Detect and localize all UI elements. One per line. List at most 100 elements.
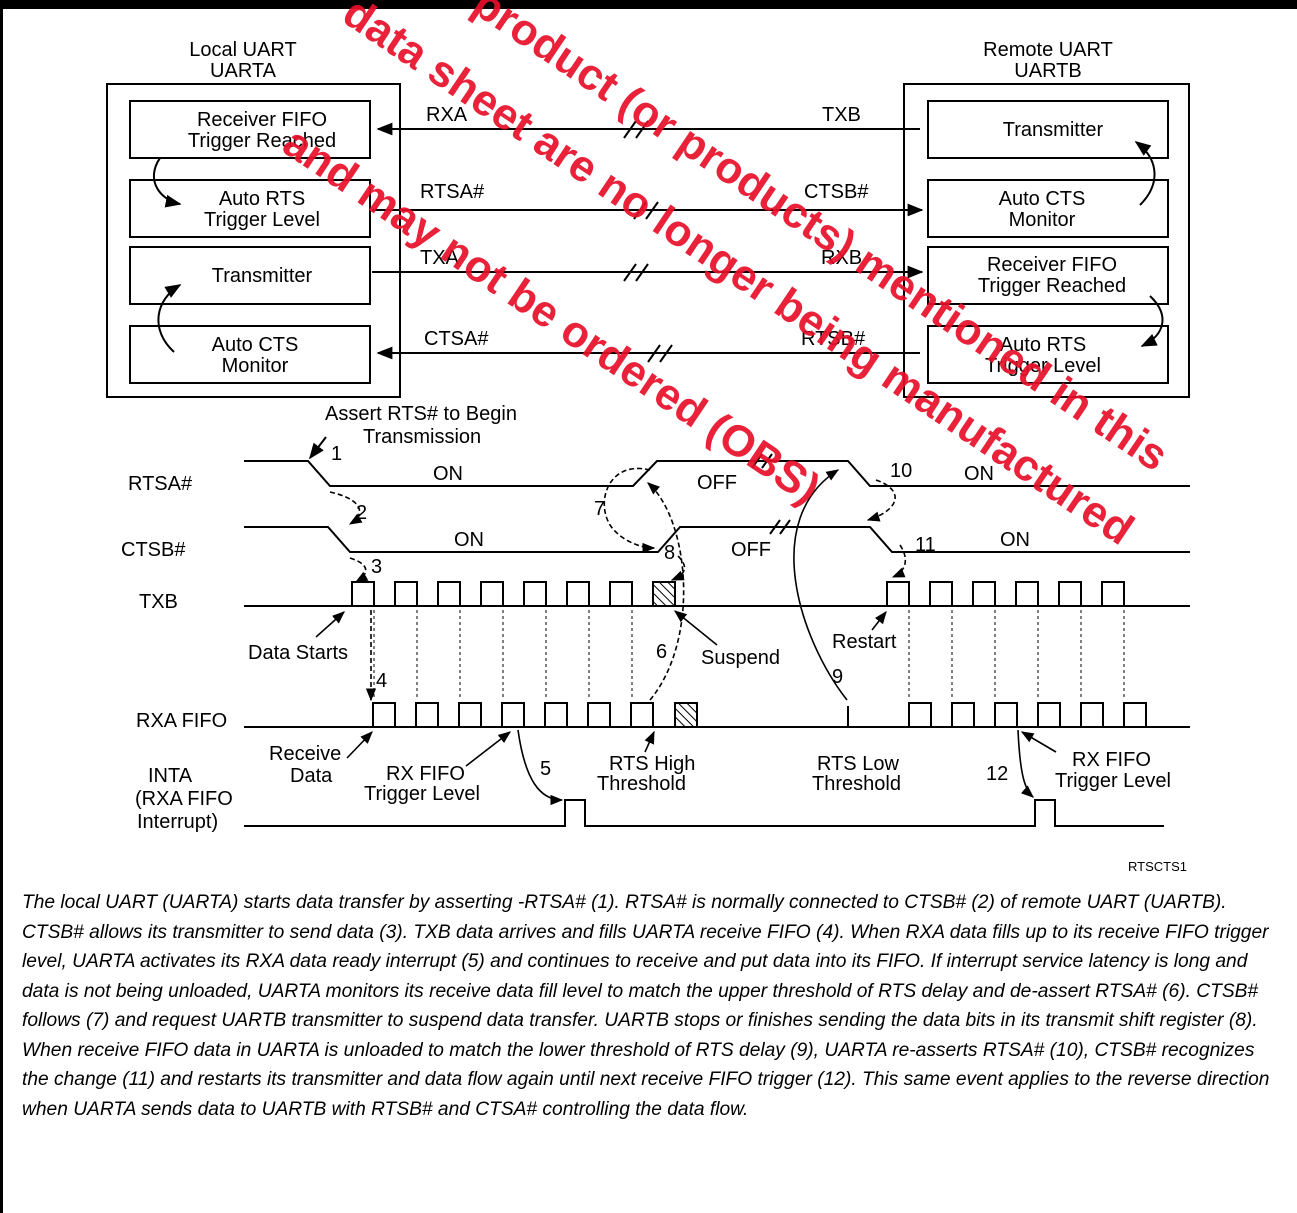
txb-pulse <box>1058 581 1082 606</box>
assert-arrow <box>309 436 327 460</box>
rts-low-label-2: Threshold <box>812 773 901 795</box>
txb-pulse <box>929 581 953 606</box>
remote-block-2-line-1: Auto CTS <box>999 188 1086 210</box>
local-uart-box <box>106 83 401 398</box>
remote-trigger-to-rts-arrow <box>1140 295 1164 347</box>
remote-auto-rts-block <box>927 325 1169 384</box>
link-labels: RXA TXB RTSA# CTSB# TXA RXB CTSA# RTSB# <box>420 104 869 350</box>
rxa-fifo-pulse <box>372 702 396 727</box>
receive-label-2: Data <box>290 765 333 787</box>
step-8: 8 <box>664 542 675 564</box>
txb-pulse <box>972 581 996 606</box>
rx-trigger-pointer <box>465 731 512 767</box>
signal-inta-2: (RXA FIFO <box>135 788 233 810</box>
txb-pulse <box>351 581 375 606</box>
local-auto-rts-block <box>129 179 371 238</box>
rxa-fifo-pulse <box>544 702 568 727</box>
remote-block-4-line-1: Auto RTS <box>1000 334 1086 356</box>
rts-high-pointer <box>644 730 655 753</box>
step-11: 11 <box>915 534 936 556</box>
rxa-fifo-pulse <box>1037 702 1061 727</box>
txb-pulse <box>480 581 504 606</box>
step-7: 7 <box>594 498 605 520</box>
signal-ctsb: CTSB# <box>121 539 186 561</box>
data-starts-label: Data Starts <box>248 642 348 664</box>
assert-label-1: Assert RTS# to Begin <box>325 403 517 425</box>
data-pulses <box>351 581 1147 727</box>
rxa-fifo-pulse <box>501 702 525 727</box>
rxa-fifo-pulse <box>908 702 932 727</box>
link-label-rtsb: RTSB# <box>801 328 866 350</box>
inta-waveform <box>244 799 1164 827</box>
txb-pulse <box>394 581 418 606</box>
local-uart-title: Local UART <box>189 39 296 61</box>
rxa-fifo-pulse <box>587 702 611 727</box>
link-label-rxb: RXB <box>821 247 862 269</box>
local-uart-name: UARTA <box>210 60 277 82</box>
ctsb-off: OFF <box>731 539 771 561</box>
figure-id: RTSCTS1 <box>1128 859 1187 874</box>
rtsa-waveform <box>244 460 1190 487</box>
rts-high-label-2: Threshold <box>597 773 686 795</box>
local-block-1-line-1: Receiver FIFO <box>197 109 327 131</box>
signal-rxa: RXA FIFO <box>136 710 227 732</box>
step-8-arrow <box>670 555 686 581</box>
remote-block-3-line-1: Receiver FIFO <box>987 254 1117 276</box>
remote-transmitter-block <box>927 100 1169 159</box>
step-11-arrow <box>891 544 907 578</box>
suspend-pointer <box>674 610 718 646</box>
remote-uart-box <box>903 83 1190 398</box>
remote-cts-to-tx-arrow <box>1134 141 1156 206</box>
remote-auto-cts-block <box>927 179 1169 238</box>
rx-trigger-b-label-1: RX FIFO <box>1072 749 1151 771</box>
figure-caption: The local UART (UARTA) starts data trans… <box>22 892 1270 1120</box>
ctsb-on-2: ON <box>1000 529 1030 551</box>
ctsb-waveform <box>244 526 1190 553</box>
rtsa-on-1: ON <box>433 463 463 485</box>
remote-block-3-line-2: Trigger Reached <box>978 275 1126 297</box>
rxa-fifo-pulse <box>415 702 439 727</box>
link-label-ctsa: CTSA# <box>424 328 489 350</box>
txb-pulse <box>437 581 461 606</box>
rx-trigger-b-label-2: Trigger Level <box>1055 770 1171 792</box>
link-label-ctsb: CTSB# <box>804 181 869 203</box>
data-starts-pointer <box>315 611 345 638</box>
link-label-rxa: RXA <box>426 104 468 126</box>
rtsa-on-2: ON <box>964 463 994 485</box>
step-9-arrow <box>793 469 848 701</box>
local-rx-fifo-block <box>129 100 371 159</box>
rx-trigger-b-pointer <box>1020 731 1057 753</box>
remote-block-4-line-2: Trigger Level <box>985 355 1101 377</box>
rxa-fifo-pulse <box>1080 702 1104 727</box>
timing-labels: Assert RTS# to Begin Transmission RTSA# … <box>121 403 1187 874</box>
timing-arrows <box>309 436 1057 806</box>
step-5-arrow <box>517 729 564 806</box>
txb-pulse-suspended <box>652 581 676 606</box>
step-1: 1 <box>331 443 342 465</box>
step-6: 6 <box>656 641 667 663</box>
restart-label: Restart <box>832 631 897 653</box>
step-6-arrow <box>647 482 685 701</box>
local-transmitter-block <box>129 246 371 305</box>
receive-label-1: Receive <box>269 743 341 765</box>
rxa-fifo-pulse <box>994 702 1018 727</box>
signal-inta-1: INTA <box>148 765 193 787</box>
local-trigger-to-rts-arrow <box>153 157 182 208</box>
link-label-txb: TXB <box>822 104 861 126</box>
txb-pulse <box>1101 581 1125 606</box>
txb-pulse <box>886 581 910 606</box>
step-12-arrow <box>1017 729 1034 798</box>
step-2-arrow <box>329 491 363 525</box>
step-5: 5 <box>540 758 551 780</box>
local-block-2-line-1: Auto RTS <box>219 188 305 210</box>
rtsa-off: OFF <box>697 472 737 494</box>
remote-block-2-line-2: Monitor <box>1009 209 1076 231</box>
local-cts-to-tx-arrow <box>157 284 182 353</box>
ctsb-on-1: ON <box>454 529 484 551</box>
rts-high-label-1: RTS High <box>609 753 695 775</box>
step-4: 4 <box>376 670 387 692</box>
signal-inta-3: Interrupt) <box>137 811 218 833</box>
rxa-fifo-pulse-hatched <box>674 702 698 727</box>
